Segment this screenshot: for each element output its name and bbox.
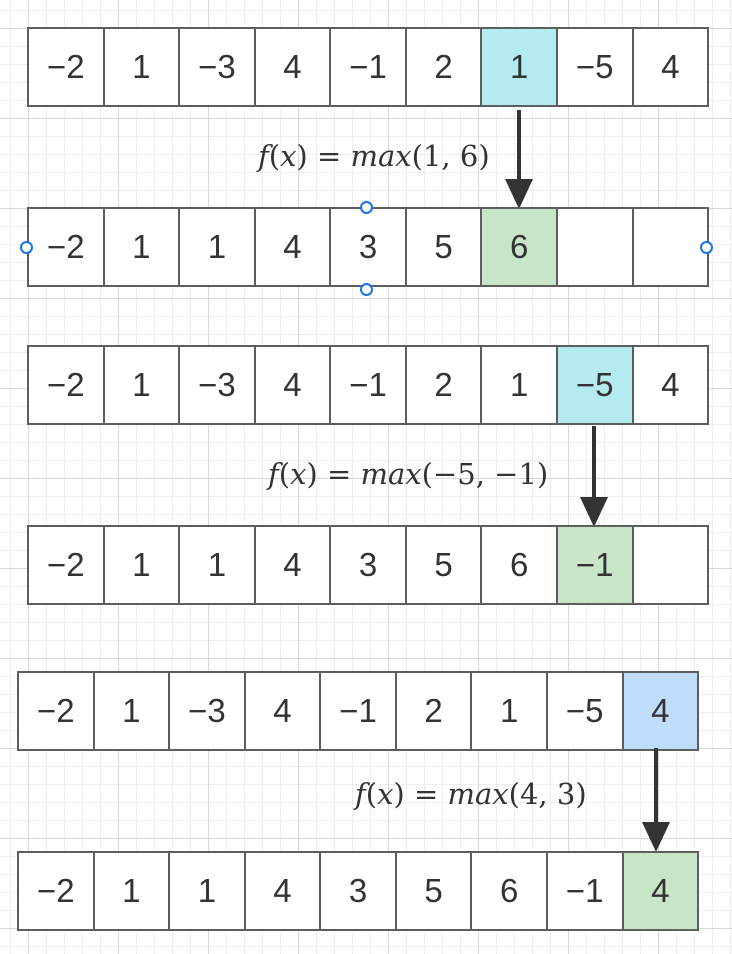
input-cell: 1 [104,29,181,105]
input-cell: 4 [633,347,710,423]
input-cell: −2 [29,29,105,105]
input-cell: −2 [19,673,95,749]
output-cell: 1 [170,853,246,929]
formula-var: x [290,457,307,491]
output-array-step-2: −2 1 1 4 3 5 6 −1 [27,525,710,605]
output-cell: 5 [406,209,483,285]
output-cell: 4 [245,853,322,929]
formula-paren: ) [536,457,549,491]
output-cell: 1 [180,209,256,285]
formula-paren: ) [478,139,490,173]
down-arrow-icon [505,110,533,209]
formula-args: 4, 3 [519,777,576,811]
formula-paren: ( [508,777,520,811]
output-cell: 4 [255,527,332,603]
down-arrow-icon [642,748,670,852]
output-cell-highlighted: 4 [623,853,700,929]
input-cell: −3 [180,29,256,105]
input-array-step-2: −2 1 −3 4 −1 2 1 −5 4 [27,345,710,425]
output-cell [557,209,634,285]
formula-paren: ( [278,457,291,491]
input-cell: 2 [406,29,483,105]
output-array-step-3: −2 1 1 4 3 5 6 −1 4 [17,851,700,931]
input-cell-highlighted: 4 [623,673,700,749]
formula-fn: f [258,139,269,173]
formula-args: 1, 6 [422,139,479,173]
input-cell: 4 [255,29,332,105]
output-cell [633,209,710,285]
formula-paren: ) = [306,457,361,491]
output-cell: 5 [396,853,473,929]
input-cell: 1 [482,347,558,423]
input-cell-highlighted: −5 [557,347,634,423]
formula-fn: f [268,457,279,491]
formula-paren: ) [575,777,587,811]
selection-handle-top[interactable] [360,201,373,214]
output-cell [633,527,710,603]
down-arrow-icon [580,426,608,527]
output-cell: 4 [255,209,332,285]
input-cell: −1 [331,347,407,423]
input-cell: 2 [396,673,473,749]
input-array-step-1: −2 1 −3 4 −1 2 1 −5 4 [27,27,710,107]
input-cell: 2 [406,347,483,423]
output-cell: 5 [406,527,483,603]
output-cell: 3 [331,527,407,603]
input-cell: 1 [472,673,548,749]
input-cell: 1 [104,347,181,423]
output-cell-highlighted: 6 [482,209,558,285]
input-cell: 4 [633,29,710,105]
formula-step-1: f(x) = max(1, 6) [258,142,490,171]
formula-var: x [377,777,394,811]
output-cell: −2 [29,527,105,603]
output-cell-highlighted: −1 [557,527,634,603]
selection-handle-right[interactable] [700,241,713,254]
output-cell: 6 [472,853,548,929]
selection-handle-left[interactable] [20,241,33,254]
output-cell: 3 [321,853,397,929]
input-array-step-3: −2 1 −3 4 −1 2 1 −5 4 [17,671,700,751]
output-cell: −1 [547,853,624,929]
formula-name: max [350,139,412,173]
output-cell: 1 [180,527,256,603]
input-cell: −2 [29,347,105,423]
formula-name: max [447,777,509,811]
input-cell: −5 [547,673,624,749]
formula-step-2: f(x) = max(−5, −1) [268,460,548,489]
input-cell: −3 [170,673,246,749]
input-cell: 1 [94,673,171,749]
formula-paren: ) = [393,777,448,811]
formula-paren: ( [365,777,378,811]
selection-handle-bottom[interactable] [360,283,373,296]
output-cell: 6 [482,527,558,603]
input-cell: −5 [557,29,634,105]
input-cell: −1 [321,673,397,749]
formula-step-3: f(x) = max(4, 3) [355,780,587,809]
formula-args: −5, −1 [432,457,537,491]
input-cell: 4 [255,347,332,423]
formula-paren: ( [268,139,281,173]
input-cell: 4 [245,673,322,749]
formula-paren: ) = [296,139,351,173]
input-cell-highlighted: 1 [482,29,558,105]
output-cell: −2 [19,853,95,929]
output-cell: −2 [29,209,105,285]
output-cell: 3 [331,209,407,285]
output-cell: 1 [104,209,181,285]
formula-var: x [280,139,297,173]
formula-name: max [360,457,422,491]
input-cell: −3 [180,347,256,423]
input-cell: −1 [331,29,407,105]
output-cell: 1 [94,853,171,929]
output-array-step-1[interactable]: −2 1 1 4 3 5 6 [27,207,710,287]
formula-paren: ( [411,139,423,173]
formula-fn: f [355,777,366,811]
formula-paren: ( [421,457,433,491]
output-cell: 1 [104,527,181,603]
